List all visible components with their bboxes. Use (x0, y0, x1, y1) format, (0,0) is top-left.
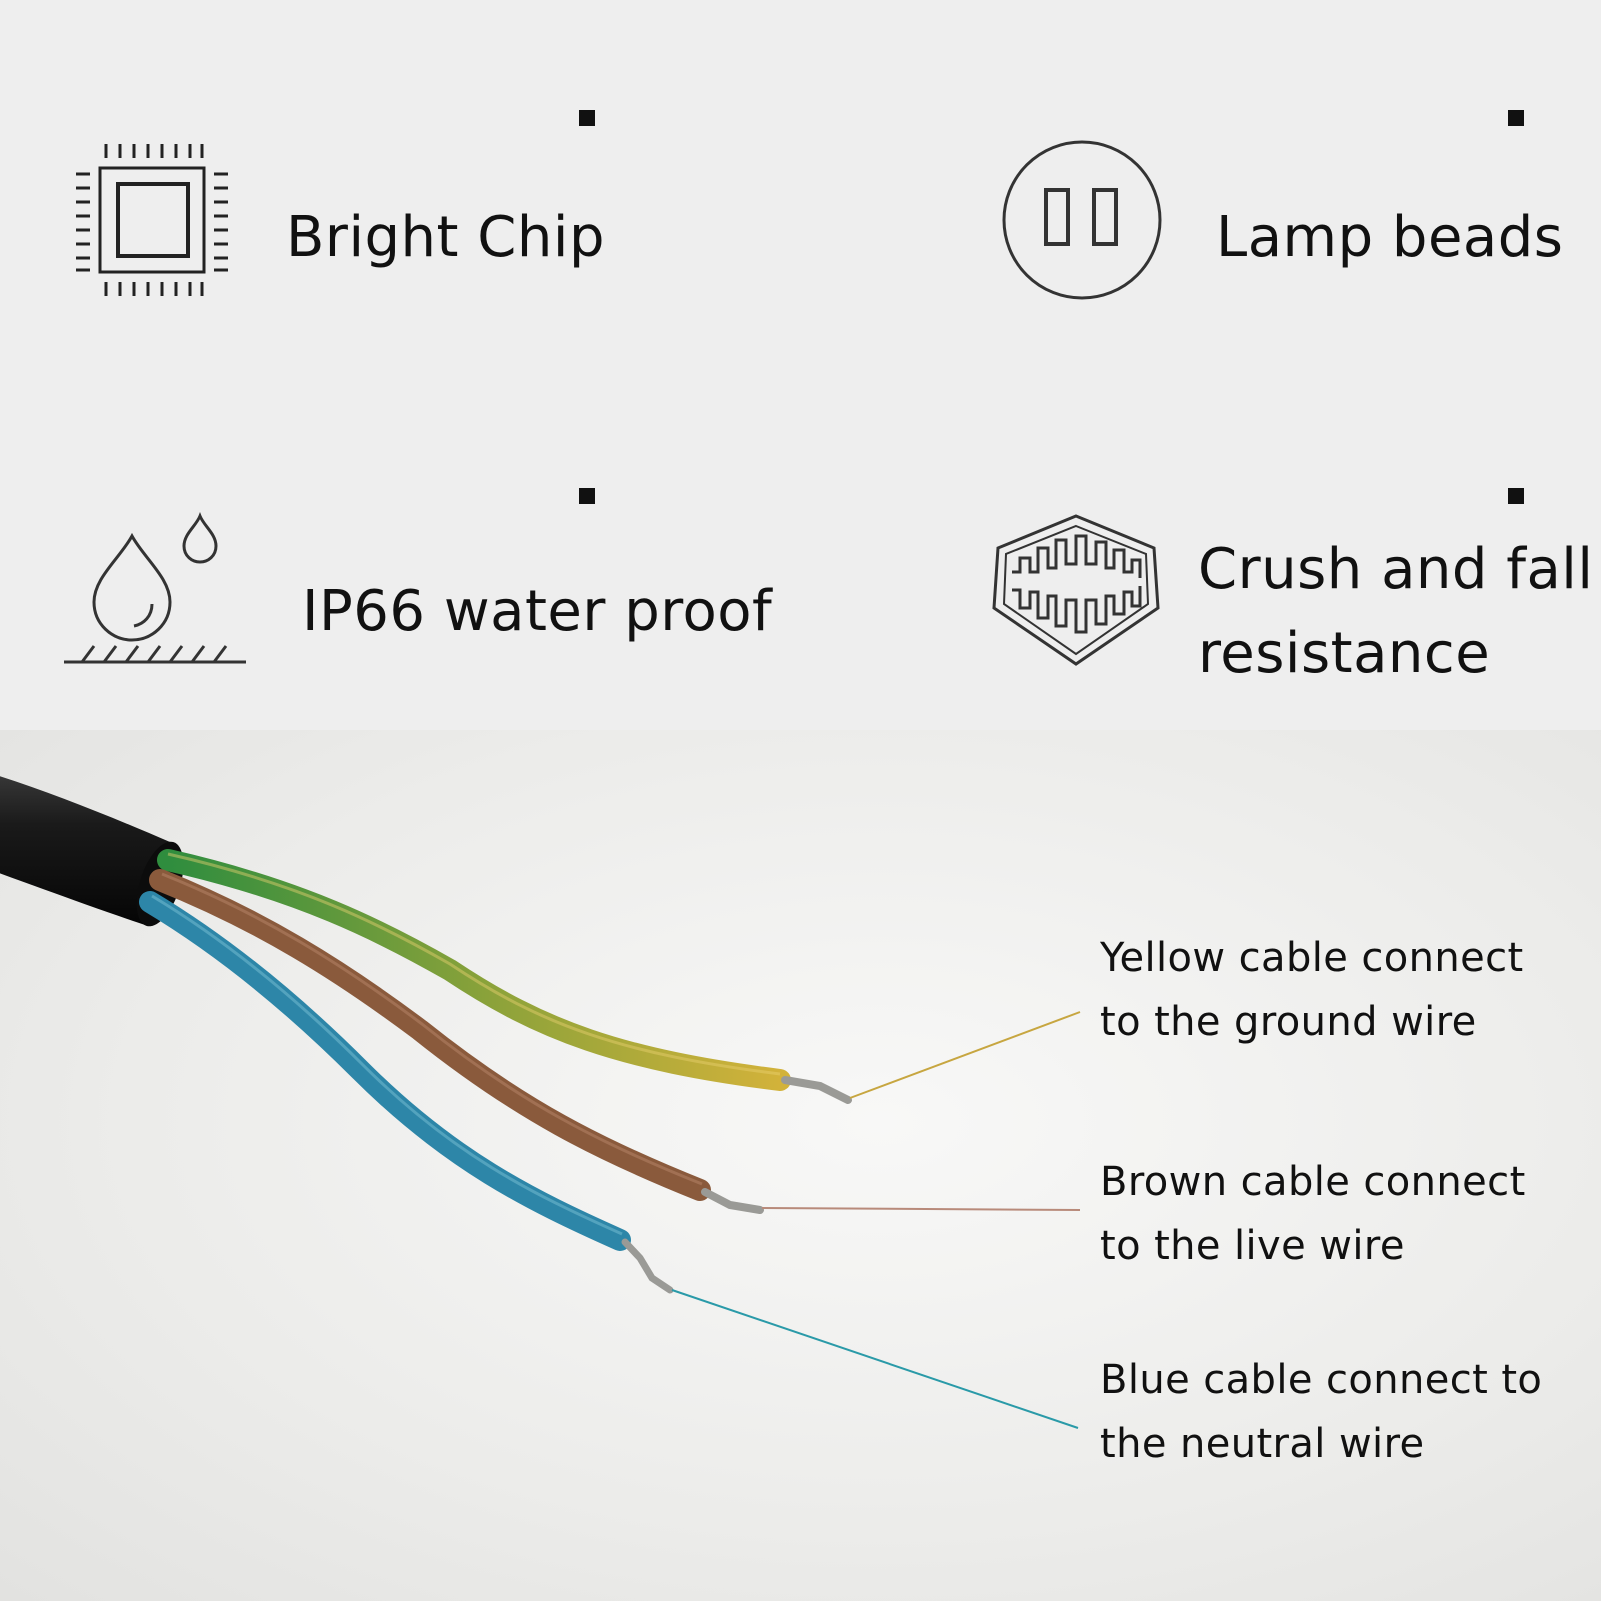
wire-label-line: the neutral wire (1100, 1421, 1425, 1467)
bullet-dot (1508, 488, 1524, 504)
leader-line-brown (761, 1207, 1081, 1211)
bullet-dot (579, 110, 595, 126)
feature-panel: Bright Chip Lamp beads (0, 0, 1601, 730)
bullet-dot (579, 488, 595, 504)
copper-end-blue (621, 1238, 674, 1294)
copper-end-brown (701, 1188, 764, 1214)
wire-label-line: Yellow cable connect (1100, 935, 1524, 981)
shield-gear-icon (990, 512, 1162, 672)
wire-yellow-green (157, 849, 791, 1091)
feature-label: Lamp beads (1216, 205, 1564, 270)
wire-label-line: to the ground wire (1100, 999, 1477, 1045)
leader-line-blue (671, 1289, 1079, 1429)
feature-label: IP66 water proof (302, 579, 773, 644)
feature-label: Crush and fall (1198, 537, 1594, 602)
water-drop-icon (62, 511, 248, 672)
copper-end-yellow (781, 1076, 852, 1104)
wire-brown (149, 869, 711, 1201)
wire-label-line: to the live wire (1100, 1223, 1405, 1269)
lamp-bead-icon (1000, 138, 1164, 306)
cable-jacket (0, 776, 170, 926)
wire-label-blue: Blue cable connect to the neutral wire (1100, 1348, 1542, 1476)
cable-photo: Yellow cable connect to the ground wire … (0, 730, 1601, 1601)
wire-blue (139, 891, 631, 1251)
wire-label-line: Brown cable connect (1100, 1159, 1526, 1205)
leader-line-yellow (849, 1011, 1081, 1099)
feature-label: Bright Chip (286, 205, 605, 270)
cable-illustration (0, 776, 1081, 1429)
feature-label: resistance (1198, 621, 1491, 686)
wire-label-yellow: Yellow cable connect to the ground wire (1100, 926, 1524, 1054)
wire-label-line: Blue cable connect to (1100, 1357, 1543, 1403)
wire-label-brown: Brown cable connect to the live wire (1100, 1150, 1526, 1278)
chip-icon (72, 140, 232, 304)
bullet-dot (1508, 110, 1524, 126)
